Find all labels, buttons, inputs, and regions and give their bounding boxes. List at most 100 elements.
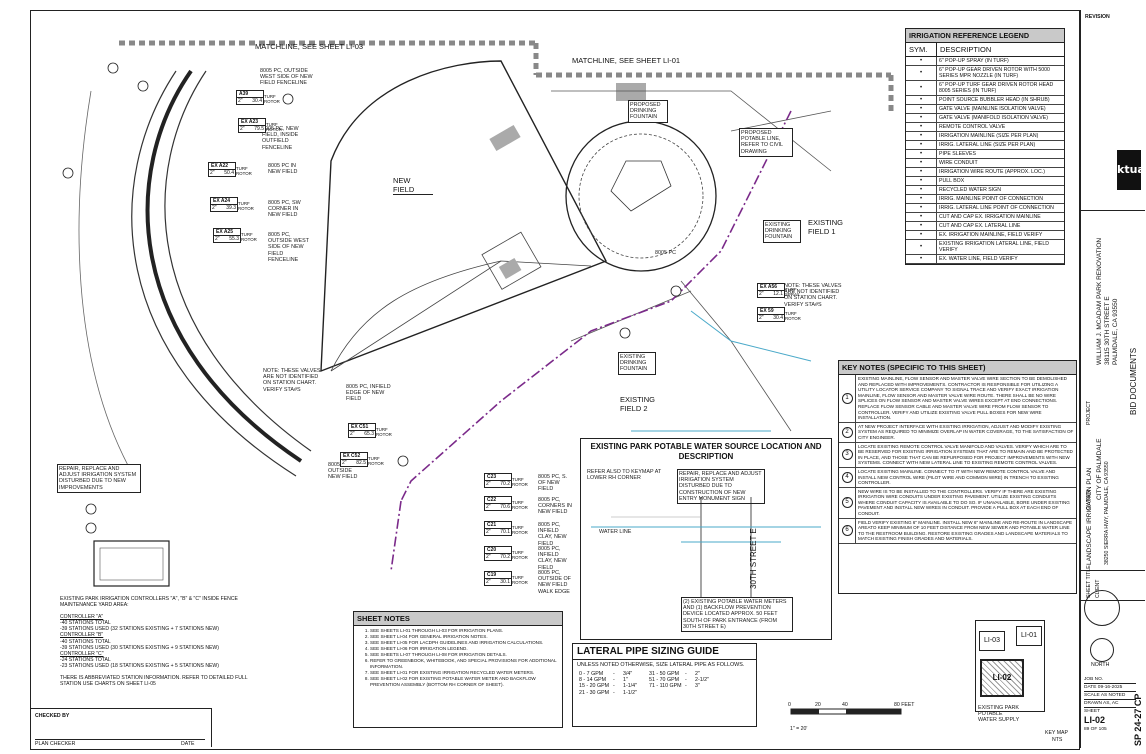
controllers-line: THERE IS ABBREVIATED STATION INFORMATION… — [60, 675, 248, 688]
keymap-li02: LI-02 — [980, 659, 1024, 697]
valve-id: EX C51 — [349, 424, 375, 431]
legend-symbol-icon: • — [906, 168, 937, 176]
lateral-intro: UNLESS NOTED OTHERWISE, SIZE LATERAL PIP… — [577, 662, 745, 668]
legend-description: 6" POP-UP TURF GEAR DRIVEN ROTOR HEAD 80… — [939, 82, 1054, 94]
sheet-note-item: SEE SHEETS LI-01 THROUGH LI-03 FOR IRRIG… — [370, 628, 562, 634]
valve-id: C19 — [485, 572, 511, 579]
scale-tick: 80 FEET — [894, 702, 915, 708]
legend-description: WIRE CONDUIT — [939, 160, 978, 166]
lateral-cell: - — [685, 683, 687, 690]
legend-symbol-icon: • — [906, 96, 937, 104]
lateral-cell: - — [685, 671, 687, 677]
key-note-number: 2 — [841, 426, 853, 438]
date-label: DATE — [181, 741, 195, 747]
controllers-line: -23 STATIONS USED (18 STATIONS EXISTING … — [60, 662, 219, 669]
legend-col-sym: SYM. — [906, 43, 937, 56]
sheet-note-item: SEE SHEET LI-06 FOR IRRIGATION LEGEND. — [370, 646, 562, 652]
sheet-count: 89 OF 105 — [1084, 727, 1107, 732]
legend-row: •IRRIGATION MAINLINE (SIZE PER PLAN) — [906, 132, 1064, 141]
callout-11: 8005 PC, INFIELD CLAY, NEW FIELD — [538, 546, 567, 571]
key-note-text: NEW WIRE IS TO BE INSTALLED TO THE CONTR… — [858, 488, 1070, 517]
valve-id: C20 — [485, 547, 511, 554]
lateral-cell — [695, 690, 715, 696]
valve-type: TURF ROTOR — [512, 525, 528, 535]
existing-fountain-b-label: EXISTING DRINKING FOUNTAIN — [618, 352, 656, 375]
valve-type: TURF ROTOR — [512, 550, 528, 560]
lateral-cell: 21 - 30 GPM — [579, 689, 610, 696]
key-note-number: 5 — [841, 497, 853, 509]
legend-row: •GATE VALVE (MAINLINE ISOLATION VALVE) — [906, 105, 1064, 114]
drawing-frame — [30, 10, 1080, 750]
controllers-line: CONTROLLER "C" — [60, 650, 104, 657]
valve-id: EX 59 — [758, 308, 784, 315]
valve-type: TURF ROTOR — [368, 456, 384, 466]
valves-note-left: NOTE: THESE VALVES ARE NOT IDENTIFIED ON… — [263, 368, 321, 393]
lateral-cell: 71 - 110 GPM — [649, 683, 682, 690]
legend-description: IRRIG. LATERAL LINE (SIZE PER PLAN) — [939, 142, 1036, 148]
valve-id: C22 — [485, 497, 511, 504]
legend-description: EX. WATER LINE, FIELD VERIFY — [939, 256, 1018, 262]
lateral-cell: - — [685, 677, 687, 684]
legend-description: 6" POP-UP SPRAY (IN TURF) — [939, 58, 1009, 64]
valve-gpm: 39.3 — [226, 205, 236, 211]
legend-row: •IRRIG. LATERAL LINE POINT OF CONNECTION — [906, 204, 1064, 213]
lateral-cell: - — [613, 671, 615, 677]
date-field-label: DATE — [1084, 685, 1097, 690]
legend-row: •RECYCLED WATER SIGN — [906, 186, 1064, 195]
valve-type: TURF ROTOR — [512, 575, 528, 585]
callout-5: 8005 PC, OUTSIDE WEST SIDE OF NEW FIELD … — [268, 232, 309, 263]
legend-row: •POINT SOURCE BUBBLER HEAD (IN SHRUB) — [906, 96, 1064, 105]
valve-size: 2" — [759, 291, 764, 297]
controllers-line: -24 STATIONS TOTAL — [60, 656, 111, 663]
legend-symbol-icon: • — [906, 231, 937, 239]
key-note-text: LOCATE EXISTING REMOTE CONTROL VALVE MAN… — [858, 443, 1073, 466]
site-plan-graphic — [62, 40, 902, 715]
valve-gpm: 55.3 — [229, 236, 239, 242]
legend-description: REMOTE CONTROL VALVE — [939, 124, 1006, 130]
valve-id: EX A23 — [239, 119, 265, 126]
valve-size: 2" — [486, 579, 491, 585]
valves-note-right: NOTE: THESE VALVES ARE NOT IDENTIFIED ON… — [784, 283, 842, 308]
valve-gpm: 70.6 — [500, 504, 510, 510]
potable-water-panel: EXISTING PARK POTABLE WATER SOURCE LOCAT… — [580, 438, 832, 640]
valve-size: 2" — [210, 170, 215, 176]
scale-ratio: 1" = 20' — [790, 726, 808, 732]
existing-fountain-a-label: EXISTING DRINKING FOUNTAIN — [763, 220, 801, 243]
lateral-title: LATERAL PIPE SIZING GUIDE — [573, 644, 756, 660]
controllers-line: -40 STATIONS TOTAL — [60, 638, 111, 645]
controllers-line: -39 STATIONS USED (30 STATIONS EXISTING … — [60, 644, 219, 651]
firm-logo: ktua — [1117, 150, 1145, 190]
legend-row: •EX. IRRIGATION MAINLINE, FIELD VERIFY — [906, 231, 1064, 240]
legend-symbol-icon: • — [906, 66, 937, 80]
legend-row: •IRRIG. MAINLINE POINT OF CONNECTION — [906, 195, 1064, 204]
new-field-label: NEW FIELD — [393, 176, 433, 195]
keymap-caption: EXISTING PARK POTABLE WATER SUPPLY — [978, 705, 1020, 724]
valve-id: C21 — [485, 522, 511, 529]
legend-description: POINT SOURCE BUBBLER HEAD (IN SHRUB) — [939, 97, 1050, 103]
irrigation-legend: IRRIGATION REFERENCE LEGEND SYM.DESCRIPT… — [905, 28, 1065, 265]
lateral-cell — [685, 690, 695, 696]
valve-id: EX A56 — [758, 284, 784, 291]
valve-size: 2" — [212, 205, 217, 211]
valve-type: TURF SPRAY — [785, 287, 800, 297]
project-label: PROJECT — [1086, 400, 1092, 425]
lateral-cell: 31 - 50 GPM — [649, 671, 680, 677]
keymap-li03: LI-03 — [979, 631, 1005, 651]
sheet-note-item: SEE SHEET LI-05 FOR LACDPH GUIDELINES AN… — [370, 640, 562, 646]
title-block: REVISION ktua PROJECT WILLIAM J. MCADAM … — [1080, 10, 1145, 748]
status-label: BID DOCUMENTS — [1129, 347, 1138, 415]
key-note-text: LOCATE EXISTING MAINLINE. CONNECT TO IT … — [858, 468, 1059, 486]
owner-name: CITY OF PALMDALE — [1096, 438, 1103, 500]
lateral-cell: 3/4" — [623, 671, 633, 677]
lateral-cell: - — [613, 683, 615, 690]
valve-type: TURF ROTOR — [238, 201, 254, 211]
